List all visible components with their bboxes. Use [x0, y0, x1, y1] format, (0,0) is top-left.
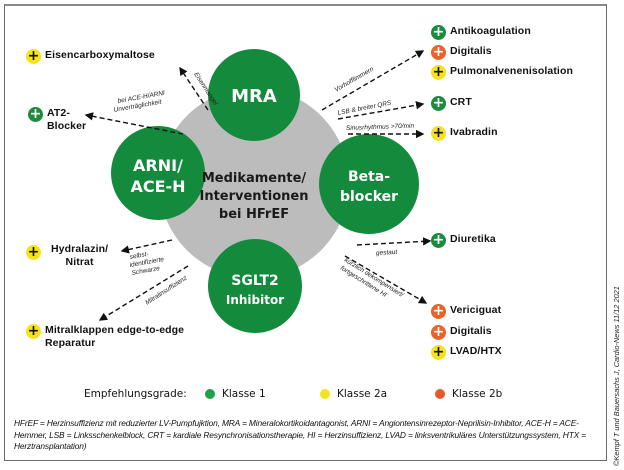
- node-arni-label-2: ACE-H: [130, 177, 185, 196]
- legend-entry-klasse-2b: Klasse 2b: [435, 388, 502, 400]
- item-mitralklappen: + Mitralklappen edge-to-edge Reparatur: [26, 324, 184, 350]
- annotation-sinus: Sinusrhythmus >70/min: [346, 123, 415, 132]
- green-dot-icon: [205, 389, 215, 399]
- item-label: Mitralklappen edge-to-edge Reparatur: [45, 324, 185, 349]
- annotation-vorhofflimmern: Vorhofflimmern: [334, 66, 376, 94]
- footnote: HFrEF = Herzinsuffizienz mit reduzierter…: [14, 418, 587, 451]
- item-label: Digitalis: [450, 45, 492, 57]
- plus-icon: +: [26, 244, 41, 260]
- center-label-3: bei HFrEF: [219, 207, 289, 222]
- node-arni: [111, 126, 205, 220]
- item-ivabradin: + Ivabradin: [431, 126, 498, 141]
- item-label: Antikoagulation: [450, 25, 531, 37]
- item-label: Ivabradin: [450, 126, 498, 138]
- node-mra: [208, 49, 300, 141]
- node-arni-label-1: ARNI/: [133, 156, 183, 175]
- plus-icon: +: [431, 344, 446, 360]
- item-at2-blocker: + AT2- Blocker: [28, 107, 86, 133]
- plus-icon: +: [431, 232, 446, 248]
- plus-icon: +: [431, 24, 446, 40]
- yellow-dot-icon: [320, 389, 330, 399]
- node-beta-label-1: Beta-: [348, 169, 390, 185]
- item-vericiguat: + Vericiguat: [431, 304, 501, 319]
- item-antikoagulation: + Antikoagulation: [431, 25, 531, 40]
- orange-dot-icon: [435, 389, 445, 399]
- legend-label: Klasse 1: [222, 388, 266, 400]
- legend-label: Klasse 2b: [452, 388, 503, 400]
- node-beta-label-2: blocker: [340, 189, 398, 205]
- node-sglt2-label-2: Inhibitor: [226, 293, 284, 307]
- legend-entry-klasse-2a: Klasse 2a: [320, 388, 387, 400]
- node-sglt2-label-1: SGLT2: [231, 273, 278, 289]
- plus-icon: +: [26, 323, 41, 339]
- item-label: LVAD/HTX: [450, 345, 502, 357]
- plus-icon: +: [26, 48, 41, 64]
- item-digitalis-1: + Digitalis: [431, 45, 492, 60]
- center-label-1: Medikamente/: [202, 171, 307, 186]
- annotation-gestaut: gestaut: [376, 249, 399, 257]
- item-digitalis-2: + Digitalis: [431, 325, 492, 340]
- item-label: Eisencarboxymaltose: [45, 49, 155, 61]
- item-label: CRT: [450, 96, 472, 108]
- center-label-2: Interventionen: [199, 189, 308, 204]
- item-hydralazin: + Hydralazin/ Nitrat: [26, 243, 108, 269]
- connector-hydralazin: [120, 239, 173, 254]
- node-sglt2: [208, 239, 302, 333]
- node-mra-label: MRA: [231, 86, 277, 107]
- plus-icon: +: [431, 324, 446, 340]
- connector-eisen: [179, 66, 209, 111]
- item-crt: + CRT: [431, 96, 472, 111]
- plus-icon: +: [431, 95, 446, 111]
- connector-crt: [337, 101, 425, 120]
- item-label: Vericiguat: [450, 304, 502, 316]
- item-label: Pulmonalvenenisolation: [450, 65, 573, 77]
- legend-title: Empfehlungsgrade:: [84, 388, 187, 400]
- item-label: Hydralazin/ Nitrat: [51, 243, 109, 268]
- item-label: Digitalis: [450, 325, 492, 337]
- hub-circle: [159, 88, 349, 278]
- item-pulmonalvenenisolation: + Pulmonalvenenisolation: [431, 65, 573, 80]
- legend-entry-klasse-1: Klasse 1: [205, 388, 266, 400]
- node-beta: [319, 134, 419, 234]
- legend-label: Klasse 2a: [337, 388, 388, 400]
- item-diuretika: + Diuretika: [431, 233, 496, 248]
- copyright: ©Kempf T und Bauersachs J, Cardio-News 1…: [612, 286, 621, 466]
- plus-icon: +: [431, 303, 446, 319]
- item-label: Diuretika: [450, 233, 496, 245]
- plus-icon: +: [431, 125, 446, 141]
- annotation-selbst-3: Schwarze: [131, 265, 161, 277]
- item-eisencarboxymaltose: + Eisencarboxymaltose: [26, 49, 155, 64]
- plus-icon: +: [431, 64, 446, 80]
- connector-at2: [84, 112, 184, 135]
- annotation-selbst-1: selbst-: [129, 251, 150, 261]
- item-lvad-htx: + LVAD/HTX: [431, 345, 502, 360]
- connector-vorhof: [321, 50, 425, 111]
- plus-icon: +: [28, 106, 43, 122]
- item-label: AT2- Blocker: [47, 107, 87, 132]
- connector-mitral: [98, 265, 189, 321]
- connector-diuretika: [356, 237, 432, 246]
- plus-icon: +: [431, 44, 446, 60]
